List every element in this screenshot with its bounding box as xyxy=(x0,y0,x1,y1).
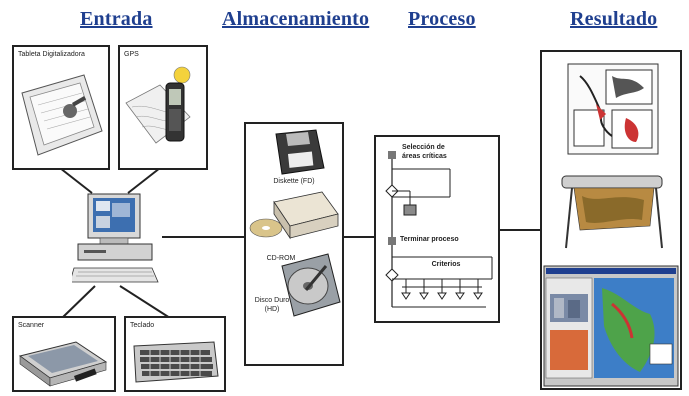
scanner-box: Scanner xyxy=(12,316,116,392)
result-box xyxy=(540,50,682,390)
cdrom-label: CD-ROM xyxy=(266,255,296,262)
keyboard-box: Teclado xyxy=(124,316,226,392)
gps-box: GPS xyxy=(118,45,208,170)
keyboard-icon xyxy=(133,341,219,383)
gps-icon xyxy=(125,66,191,144)
process-finish-label: Terminar proceso xyxy=(400,236,459,243)
cdrom-icon xyxy=(249,191,339,240)
process-flowchart xyxy=(385,151,493,308)
process-select-label: Selección de áreas críticas xyxy=(402,144,447,160)
gis-screen-icon xyxy=(543,265,679,387)
plotter-icon xyxy=(561,175,663,249)
storage-box: Diskette (FD) CD-ROM Disco Duro (HD) xyxy=(244,122,344,366)
harddisk-label: Disco Duro (HD) xyxy=(254,297,290,313)
keyboard-label: Teclado xyxy=(130,322,155,329)
scanner-label: Scanner xyxy=(18,322,45,329)
digitizer-tablet-icon xyxy=(21,74,103,156)
gps-label: GPS xyxy=(124,51,139,58)
header-entrada: Entrada xyxy=(80,8,153,30)
process-box: Selección de áreas críticas Terminar pro… xyxy=(374,135,500,323)
map-output-icon xyxy=(567,63,659,155)
header-almacenamiento: Almacenamiento xyxy=(222,8,370,30)
diskette-icon xyxy=(275,129,325,175)
header-proceso: Proceso xyxy=(408,8,476,30)
harddisk-icon xyxy=(281,253,341,317)
process-criteria-label: Criterios xyxy=(431,261,461,268)
digitizer-tablet-label: Tableta Digitalizadora xyxy=(18,51,85,58)
digitizer-tablet-box: Tableta Digitalizadora xyxy=(12,45,110,170)
computer-icon xyxy=(72,193,159,283)
scanner-icon xyxy=(18,341,108,387)
header-resultado: Resultado xyxy=(570,8,658,30)
diskette-label: Diskette (FD) xyxy=(273,178,315,185)
